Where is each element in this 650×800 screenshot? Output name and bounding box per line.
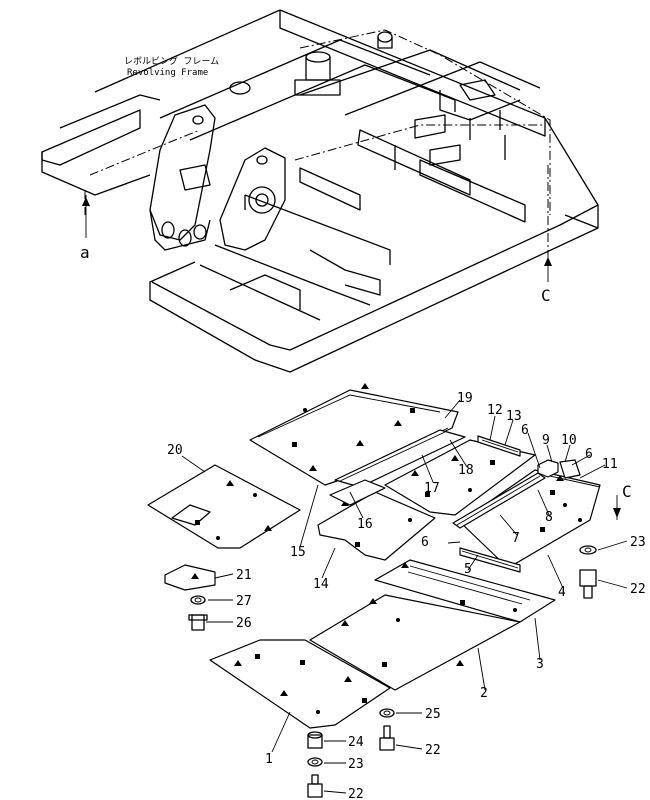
label-4: 4 — [558, 585, 566, 600]
label-24: 24 — [348, 735, 364, 750]
label-6-right: 6 — [585, 447, 593, 462]
label-22-bottom: 22 — [348, 787, 364, 800]
bolt-22-bottom — [307, 774, 323, 798]
label-17: 17 — [424, 481, 440, 496]
label-12: 12 — [487, 403, 503, 418]
label-1: 1 — [265, 752, 273, 767]
label-23-right: 23 — [630, 535, 646, 550]
label-14: 14 — [313, 577, 329, 592]
label-2: 2 — [480, 686, 488, 701]
view-arrow-c — [544, 255, 552, 282]
view-letter-c-plate: C — [622, 482, 632, 501]
washer-25 — [379, 708, 395, 718]
washer-27 — [190, 595, 206, 605]
label-8: 8 — [545, 510, 553, 525]
label-18: 18 — [458, 463, 474, 478]
plate-15 — [249, 383, 459, 486]
bolt-22-middle — [379, 725, 395, 751]
view-arrow-c-plate — [613, 495, 621, 520]
label-11: 11 — [602, 457, 618, 472]
plate-18 — [334, 429, 466, 488]
label-3: 3 — [536, 657, 544, 672]
label-26: 26 — [236, 616, 252, 631]
label-21: 21 — [236, 568, 252, 583]
strip-5 — [459, 547, 521, 573]
plate-1 — [209, 639, 391, 729]
frame-title-japanese: レボルビング フレーム — [124, 55, 219, 67]
plate-17 — [384, 439, 536, 516]
label-16: 16 — [357, 517, 373, 532]
label-5: 5 — [464, 562, 472, 577]
strip-12-13 — [477, 435, 521, 457]
strip-7 — [452, 472, 546, 529]
label-13: 13 — [506, 409, 522, 424]
part-number-labels: 1 2 3 4 5 6 6 6 7 8 9 10 11 12 13 14 15 … — [167, 391, 646, 800]
plate-16 — [317, 479, 436, 561]
label-22-middle: 22 — [425, 743, 441, 758]
plate-2 — [309, 594, 521, 691]
bolt-26 — [188, 614, 208, 631]
washer-23-right — [579, 545, 597, 555]
frame-title-english: Revolving Frame — [127, 68, 208, 78]
label-6-lower: 6 — [421, 535, 429, 550]
label-15: 15 — [290, 545, 306, 560]
plate-20 — [147, 464, 301, 549]
view-arrow-a — [82, 195, 90, 238]
label-10: 10 — [561, 433, 577, 448]
plate-21 — [164, 564, 216, 591]
bolt-22-right — [579, 569, 597, 599]
view-letter-c-frame: C — [541, 286, 551, 305]
label-23-bottom: 23 — [348, 757, 364, 772]
view-letter-a: a — [80, 243, 90, 262]
label-22-right: 22 — [630, 582, 646, 597]
label-9: 9 — [542, 433, 550, 448]
block-9-10 — [537, 459, 581, 479]
leader-lines — [181, 399, 628, 794]
label-27: 27 — [236, 594, 252, 609]
plate-3 — [374, 559, 556, 623]
label-19: 19 — [457, 391, 473, 406]
label-20: 20 — [167, 443, 183, 458]
label-6-upper: 6 — [521, 423, 529, 438]
label-25: 25 — [425, 707, 441, 722]
label-7: 7 — [512, 531, 520, 546]
washer-23-bottom — [307, 757, 323, 767]
nut-24 — [307, 731, 323, 749]
